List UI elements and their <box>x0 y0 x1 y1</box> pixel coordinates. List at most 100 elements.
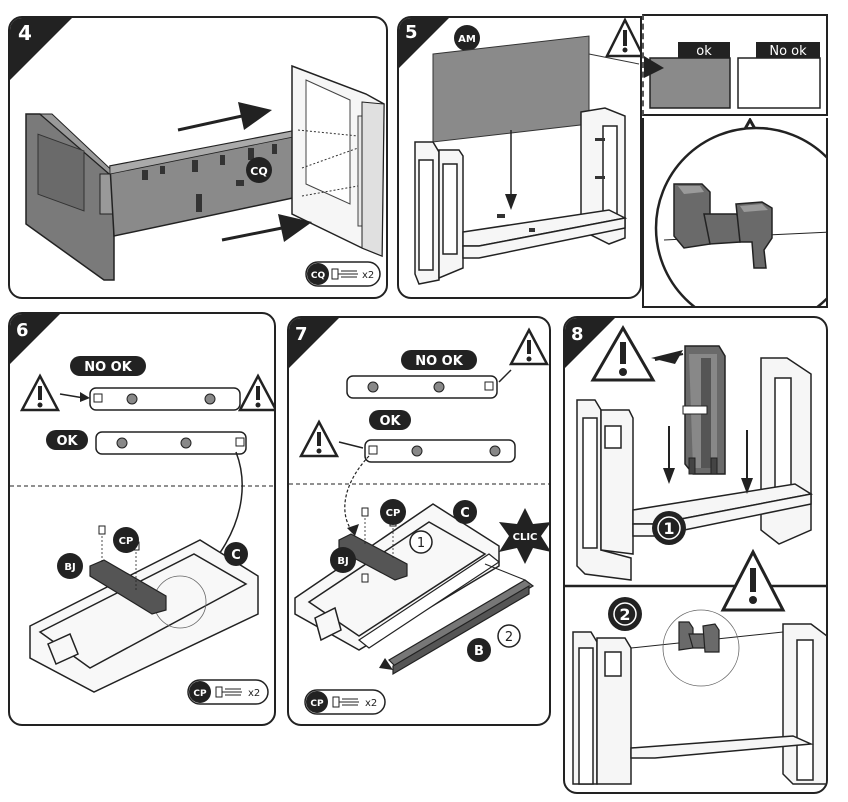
step-badge-bg <box>565 318 615 368</box>
parts-legend-code: CP <box>193 689 207 699</box>
cp-callout-badge <box>380 499 406 525</box>
nook-pill-label: NO OK <box>84 360 133 375</box>
ok-pill <box>369 410 411 430</box>
connector-arrowhead <box>347 524 359 536</box>
parts-legend-badge <box>189 681 211 703</box>
step-number: 6 <box>16 320 29 341</box>
warning-icon <box>19 373 61 412</box>
c-callout-badge <box>453 500 477 524</box>
step-badge-bg <box>10 18 72 80</box>
step-5-panel: 5 AM <box>397 16 642 299</box>
bj-callout-label: BJ <box>337 556 348 567</box>
nook-label: No ok <box>769 44 807 59</box>
c-callout-label: C <box>460 506 470 521</box>
bracket-detail <box>673 183 773 269</box>
ok-nook-illustration: ok No ok <box>644 42 821 109</box>
rail-guide-line <box>484 563 526 581</box>
seq-1-ring <box>657 516 681 540</box>
drawer-tray <box>29 539 259 693</box>
warning-icon <box>508 327 549 366</box>
warning-icon <box>604 18 640 58</box>
right-side-edge <box>361 101 385 257</box>
step-7-illustration: 7 NO OK OK <box>289 318 549 715</box>
cq-callout-label: CQ <box>250 165 267 178</box>
push-arrow-bottom <box>221 214 312 242</box>
warning-icon <box>298 419 340 458</box>
seq-2-label: 2 <box>619 605 630 624</box>
connector-curve <box>344 455 370 533</box>
seq-1-label: 1 <box>417 536 425 551</box>
hardboard-sheet <box>432 35 590 143</box>
cp-callout-label: CP <box>386 508 401 519</box>
step-badge-bg <box>10 314 60 364</box>
step-number: 8 <box>571 324 584 345</box>
parts-legend-code: CP <box>310 699 324 709</box>
insert-arrow <box>505 130 517 210</box>
step-badge-bg <box>399 18 449 68</box>
warning-icon <box>590 324 656 382</box>
down-arrow-right <box>741 430 753 494</box>
screw-icon <box>215 686 242 698</box>
nook-tag <box>756 42 820 58</box>
right-side-frame <box>305 79 351 205</box>
ok-sample <box>649 57 731 109</box>
detail-pointer-line <box>588 53 640 65</box>
bracket-detail <box>678 621 720 653</box>
bj-callout-badge <box>330 547 356 573</box>
step-badge-bg <box>289 318 339 368</box>
pointer-line <box>498 369 512 383</box>
detail-highlight-circle <box>662 609 740 687</box>
seq-2-label: 2 <box>505 630 513 645</box>
b-callout-badge <box>467 638 491 662</box>
step-number: 5 <box>405 22 418 43</box>
step-4-illustration: 4 <box>10 18 385 287</box>
parts-legend-code: CQ <box>311 271 326 281</box>
parts-legend-qty: x2 <box>248 688 260 699</box>
seq-2-badge <box>497 624 521 648</box>
parts-legend-qty: x2 <box>365 698 377 709</box>
cp-callout-label: CP <box>119 536 134 547</box>
nook-pill-label: NO OK <box>415 354 464 369</box>
divider-panel <box>682 345 726 475</box>
step-8-panel: 8 <box>563 316 828 794</box>
frame-slots <box>497 138 605 232</box>
push-arrow-top <box>177 102 272 132</box>
c-callout-badge <box>224 542 248 566</box>
pointer-line <box>654 353 684 361</box>
warning-icon <box>720 548 786 612</box>
pointer-arrowhead <box>80 392 90 402</box>
am-callout-badge <box>454 25 480 51</box>
seq-2-ring <box>613 602 637 626</box>
parts-legend-badge <box>306 691 328 713</box>
screw-icon <box>331 268 358 280</box>
rail-arrowhead <box>379 658 393 670</box>
step-5-inset-ok-nook: ok No ok <box>642 14 828 116</box>
clic-starburst <box>499 508 549 564</box>
ok-pill-label: OK <box>379 414 401 429</box>
nook-bracket <box>89 387 241 411</box>
ok-bracket <box>364 439 516 463</box>
step-7-panel: 7 NO OK OK <box>287 316 551 726</box>
seq-1-label: 1 <box>663 519 674 538</box>
seq-1-badge <box>409 530 433 554</box>
bj-callout-label: BJ <box>64 562 75 573</box>
pointer-arrow <box>644 56 664 78</box>
assembly-guide-lines <box>297 129 359 197</box>
down-arrow-left <box>663 426 675 484</box>
parts-legend-badge <box>307 263 329 285</box>
cp-callout-badge <box>113 527 139 553</box>
slide-rail-b <box>388 579 535 676</box>
nook-pill <box>401 350 477 370</box>
step-6-illustration: 6 NO OK OK <box>10 314 274 705</box>
ok-pill-label: OK <box>56 434 78 449</box>
cq-callout-badge <box>246 157 272 183</box>
ok-pill <box>46 430 88 450</box>
step-number: 4 <box>18 21 32 45</box>
nook-sample <box>737 57 821 109</box>
step-6-panel: 6 NO OK OK <box>8 312 276 726</box>
nook-bracket <box>346 375 498 399</box>
pointer-line <box>338 441 364 449</box>
step-5-illustration: 5 AM <box>399 18 640 285</box>
ok-tag <box>678 42 730 58</box>
parts-legend-qty: x2 <box>362 270 374 281</box>
